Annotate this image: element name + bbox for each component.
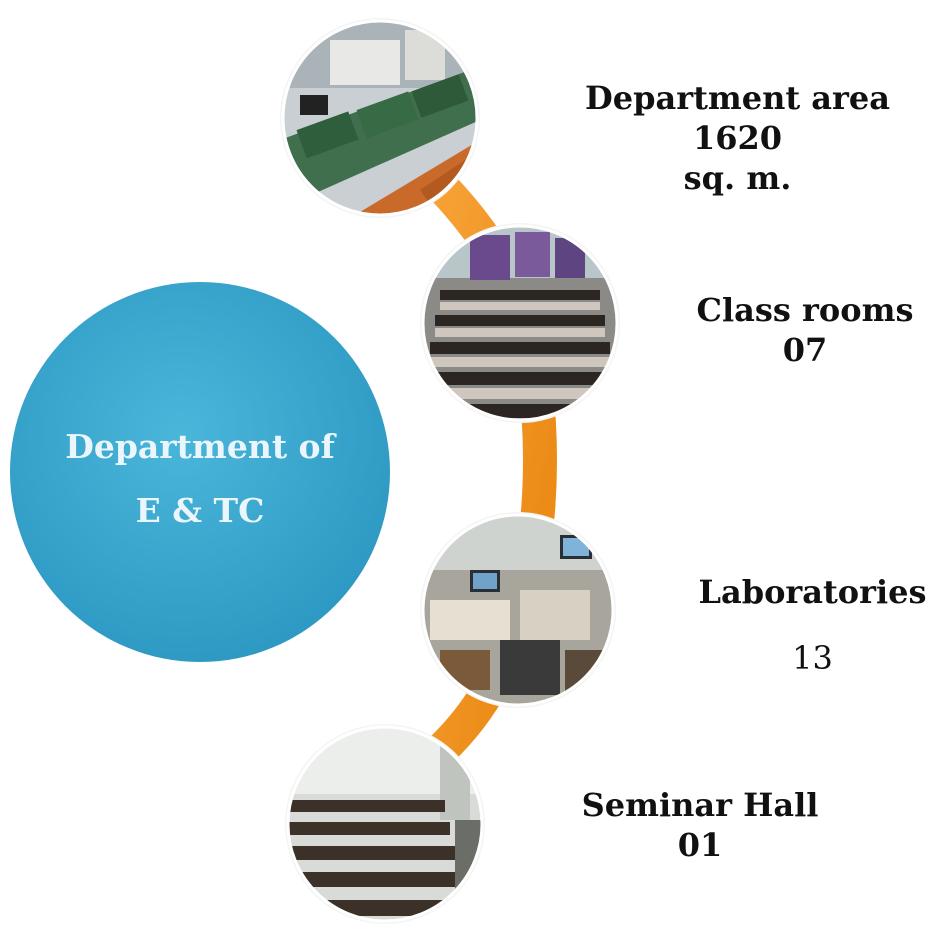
stat-value: 13 [792,639,833,677]
classroom-photo [420,223,620,423]
stat-value: 01 [677,826,723,864]
stat-laboratories: Laboratories 13 [690,572,935,678]
center-label-line2: E & TC [135,491,265,530]
lab-bench-photo [280,18,480,218]
center-circle [10,282,390,662]
stat-label: Class rooms [696,291,914,329]
stat-class-rooms: Class rooms 07 [690,290,920,370]
center-label-line1: Department of [65,427,335,466]
seminar-hall-photo [285,724,485,924]
stat-seminar-hall: Seminar Hall 01 [570,785,830,865]
center-label: Department of E & TC [50,415,350,543]
stat-department-area: Department area 1620 sq. m. [540,78,935,198]
stat-label: Laboratories [698,573,927,611]
stat-label: Seminar Hall [581,786,819,824]
stat-label: Department area 1620 [585,79,890,157]
stat-value: sq. m. [683,159,792,197]
stat-value: 07 [782,331,828,369]
laboratory-photo [420,512,616,708]
